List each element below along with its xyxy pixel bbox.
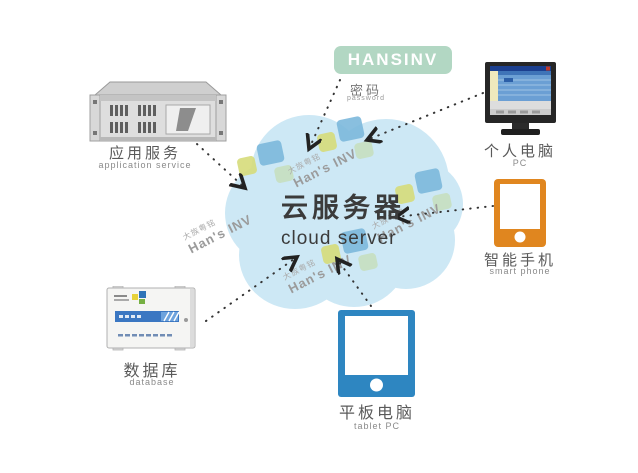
tablet-icon: [338, 310, 415, 402]
pc-label-en: PC: [512, 158, 528, 168]
server-label-zh: 应用服务: [108, 145, 181, 162]
server-icon: [88, 79, 228, 150]
pc-label-zh: 个人电脑: [483, 143, 556, 160]
cloud-label: 云服务器 cloud server: [281, 186, 405, 250]
database-cabinet-icon: [103, 285, 201, 359]
database-label-zh: 数据库: [123, 363, 181, 380]
smartphone-icon: [494, 179, 546, 252]
password-label-en: password: [347, 95, 385, 102]
connection-pc-cloud: [367, 92, 484, 140]
connection-phone-cloud: [396, 205, 494, 217]
desktop-monitor-icon: [484, 62, 558, 143]
smartphone-label-zh: 智能手机: [483, 252, 556, 269]
hansinv-banner: HANSINV: [334, 46, 452, 74]
tablet-label-en: tablet PC: [353, 421, 401, 431]
connection-database-cloud: [205, 257, 297, 322]
smartphone-label-en: smart phone: [489, 266, 551, 276]
cloud-title-en: cloud server: [281, 228, 397, 249]
server-label-en: application service: [98, 160, 192, 170]
connection-tablet-cloud: [337, 259, 372, 307]
password-label-zh: 密码: [349, 83, 382, 98]
cloud-title-zh: 云服务器: [281, 193, 405, 223]
tablet-label-zh: 平板电脑: [338, 405, 415, 422]
connection-password-cloud: [309, 79, 341, 149]
database-label-en: database: [129, 377, 175, 387]
